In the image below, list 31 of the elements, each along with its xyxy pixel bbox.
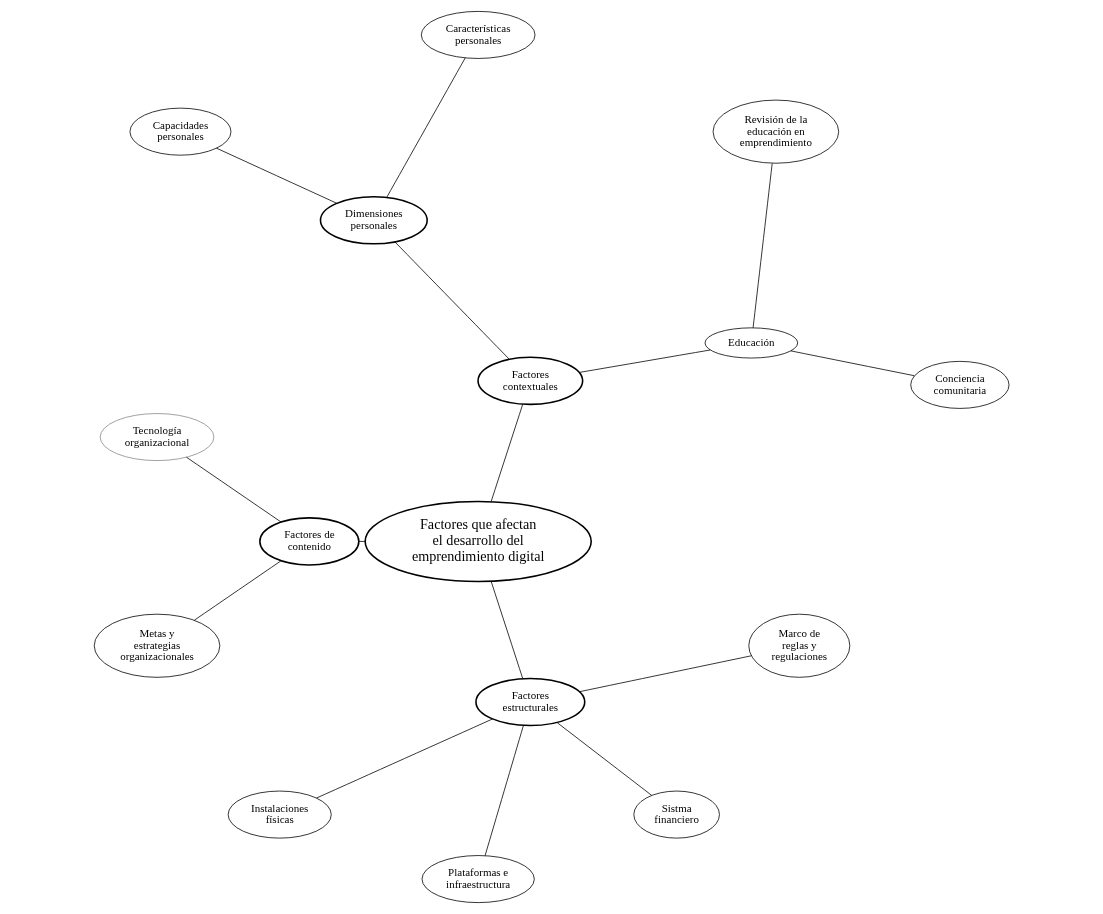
node-ellipse: Sistma financiero [633,790,720,839]
node-ellipse: Factores de contenido [259,517,360,566]
connector [186,456,282,523]
connector [579,655,752,693]
connector [556,722,653,796]
connector [490,403,524,502]
connector [394,241,510,360]
connector [490,580,524,680]
connector [216,147,338,204]
node-ellipse: Educación [704,327,799,359]
node-ellipse: Dimensiones personales [319,195,428,245]
node-ellipse: Factores estructurales [475,677,586,727]
node-ellipse: Factores que afectan el desarrollo del emprendimiento digital [364,500,592,583]
node-ellipse: Marco de reglas y regulaciones [748,613,851,678]
connector [316,718,493,799]
node-ellipse: Conciencia comunitaria [910,360,1010,409]
node-ellipse: Características personales [420,11,536,59]
connector [484,725,524,857]
node-ellipse: Plataformas e infraestructura [421,855,535,903]
node-ellipse: Revisión de la educación en emprendimiento [712,99,840,164]
node-ellipse: Tecnología organizacional [99,413,215,461]
connector [752,163,773,329]
connector [358,541,366,542]
connector [386,57,466,198]
node-ellipse: Metas y estrategias organizacionales [93,613,221,678]
connector [194,560,282,621]
node-ellipse: Capacidades personales [129,107,232,156]
node-ellipse: Instalaciones físicas [227,790,332,839]
node-ellipse: Factores contextuales [477,356,584,406]
connector [579,349,711,373]
connector [790,350,915,377]
